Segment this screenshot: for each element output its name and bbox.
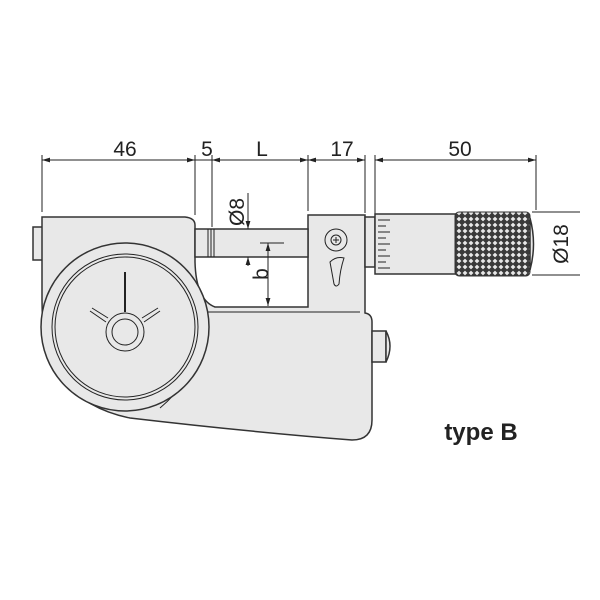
dim-L: L [256, 138, 268, 161]
spindle-sleeve [364, 216, 376, 268]
right-button [371, 330, 387, 363]
dial-hub [105, 312, 145, 352]
lock-lever [329, 257, 345, 287]
dim-dia18: Ø18 [550, 224, 573, 264]
extension-lines [41, 155, 537, 227]
dim-46: 46 [113, 138, 136, 161]
dim-50: 50 [448, 138, 471, 161]
type-label: type B [444, 419, 517, 446]
anvil-rod [194, 228, 309, 258]
dim-17: 17 [330, 138, 353, 161]
knurled-ratchet [454, 211, 531, 277]
micrometer-body [32, 211, 535, 441]
dim-5: 5 [201, 138, 213, 161]
dial-bezel [40, 242, 210, 412]
lock-screw [324, 228, 348, 252]
dim-b: b [250, 268, 273, 280]
dim-dia8: Ø8 [226, 198, 249, 226]
